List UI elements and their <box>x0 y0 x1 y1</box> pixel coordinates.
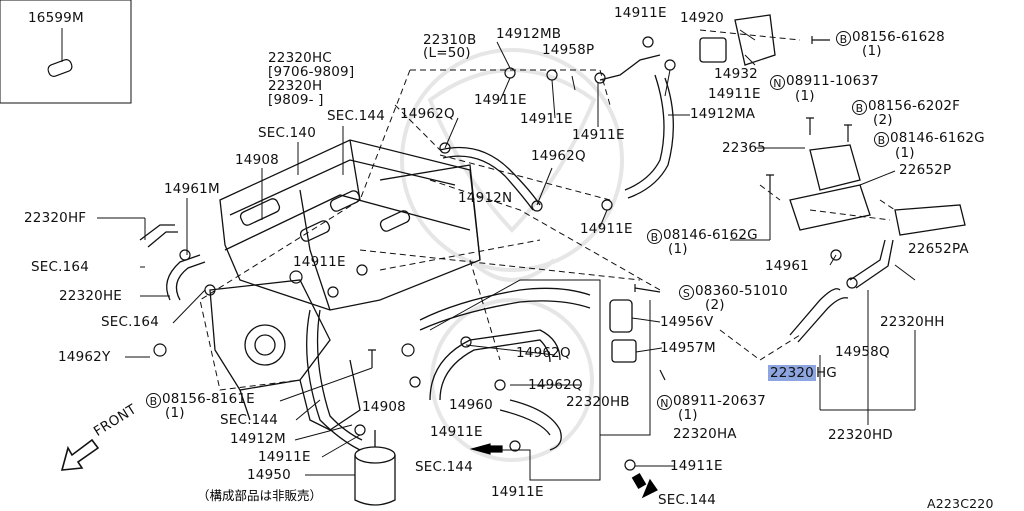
part-label-22652P: 22652P <box>899 162 952 178</box>
part-label-14911E-e: 14911E <box>580 221 633 237</box>
part-label-22320HH: 22320HH <box>880 314 945 330</box>
part-label-14957M: 14957M <box>660 340 716 356</box>
bolt-symbol: B <box>874 132 889 147</box>
clamps <box>153 36 858 471</box>
section-ref-sec144-c: SEC.144 <box>415 459 473 475</box>
part-label-14912MB: 14912MB <box>496 26 562 42</box>
part-label-22652PA: 22652PA <box>908 241 969 257</box>
dashed-boundary <box>199 29 896 391</box>
part-label-22320HD: 22320HD <box>828 427 893 443</box>
section-ref-sec164-b: SEC.164 <box>101 314 159 330</box>
inset-part-label: 16599M <box>28 10 84 26</box>
part-label-14958Q: 14958Q <box>835 344 890 360</box>
part-label-14956V: 14956V <box>660 314 714 330</box>
screw-qty-08360-51010: (2) <box>705 297 725 313</box>
part-label-14911E-d: 14911E <box>708 86 761 102</box>
inset-box <box>0 0 132 104</box>
part-label-14962Q-c: 14962Q <box>516 345 571 361</box>
nut-symbol: N <box>657 395 672 410</box>
section-ref-sec144-d: SEC.144 <box>658 492 716 508</box>
part-label-14961: 14961 <box>765 258 809 274</box>
front-arrow-icon <box>60 438 100 471</box>
diagram-code: A223C220 <box>927 496 994 511</box>
bracket-outlines <box>429 279 651 481</box>
part-label-14911E-h: 14911E <box>258 449 311 465</box>
part-16599M-plug <box>47 28 73 77</box>
engine-block <box>209 139 481 431</box>
bolt-qty-08156-8161E: (1) <box>165 405 185 421</box>
part-label-22320HB: 22320HB <box>566 394 630 410</box>
part-label-14911E-b: 14911E <box>520 111 573 127</box>
part-label-22320HA: 22320HA <box>673 426 737 442</box>
section-ref-sec144-b: SEC.144 <box>220 412 278 428</box>
nut-symbol: N <box>770 75 785 90</box>
bolt-qty-08146-6162G-a: (1) <box>895 145 915 161</box>
bolt-symbol: B <box>852 100 867 115</box>
part-label-22320HC-years: [9706-9809] <box>268 64 355 80</box>
part-label-14912N: 14912N <box>458 190 513 206</box>
leader-lines <box>97 29 916 476</box>
part-label-22320HF: 22320HF <box>24 210 87 226</box>
solenoid-14956V <box>609 299 637 363</box>
section-ref-sec140: SEC.140 <box>258 125 316 141</box>
bolts <box>368 36 852 381</box>
part-label-14920: 14920 <box>680 10 724 26</box>
part-label-22320H-years: [9809- ] <box>268 92 324 108</box>
part-label-14911E-g: 14911E <box>430 424 483 440</box>
part-label-14932: 14932 <box>714 66 758 82</box>
watermark-emblem <box>400 48 624 462</box>
valve-assembly-14920 <box>699 14 966 236</box>
part-label-14911E-c: 14911E <box>572 127 625 143</box>
bolt-symbol: B <box>836 31 851 46</box>
part-label-22320HG-highlight: 22320 <box>768 365 816 381</box>
part-label-14962Y: 14962Y <box>58 349 111 365</box>
part-label-22320HC: 22320HC <box>268 50 332 66</box>
part-label-14962Q-b: 14962Q <box>531 148 586 164</box>
part-label-22365: 22365 <box>722 140 766 156</box>
section-ref-sec144-a: SEC.144 <box>327 108 385 124</box>
bolt-symbol: B <box>647 229 662 244</box>
part-label-14912M: 14912M <box>230 431 286 447</box>
part-label-22320HE: 22320HE <box>59 288 123 304</box>
part-label-14958P: 14958P <box>542 42 595 58</box>
part-label-22310B: 22310B <box>423 32 477 48</box>
part-label-22310B-length: (L=50) <box>423 45 471 61</box>
part-label-14911E-f: 14911E <box>293 254 346 270</box>
section-ref-sec164-a: SEC.164 <box>31 259 89 275</box>
nut-qty-08911-10637: (1) <box>795 88 815 104</box>
part-label-14908-a: 14908 <box>235 152 279 168</box>
bolt-symbol: B <box>146 393 161 408</box>
part-label-14950: 14950 <box>247 467 291 483</box>
bolt-qty-08146-6162G-b: (1) <box>668 241 688 257</box>
screw-symbol: S <box>679 285 694 300</box>
part-label-14961M: 14961M <box>164 181 220 197</box>
part-label-14911E-a: 14911E <box>474 92 527 108</box>
part-label-14962Q-a: 14962Q <box>400 106 455 122</box>
non-sale-note: （構成部品は非販売） <box>197 488 323 503</box>
nut-qty-08911-20637: (1) <box>678 407 698 423</box>
bolt-qty-08156-61628: (1) <box>862 43 882 59</box>
part-label-14911E-i: 14911E <box>670 458 723 474</box>
part-label-14911E-j: 14911E <box>491 484 544 500</box>
part-label-14962Q-d: 14962Q <box>528 377 583 393</box>
part-label-22320H: 22320H <box>268 78 323 94</box>
part-label-14912MA: 14912MA <box>690 106 756 122</box>
part-label-14911E: 14911E <box>614 5 667 21</box>
sec144-arrows <box>469 443 658 499</box>
part-label-14908-b: 14908 <box>362 399 406 415</box>
canister-14950 <box>354 430 396 506</box>
bolt-qty-08156-6202F: (2) <box>873 112 893 128</box>
part-label-14960: 14960 <box>449 397 493 413</box>
